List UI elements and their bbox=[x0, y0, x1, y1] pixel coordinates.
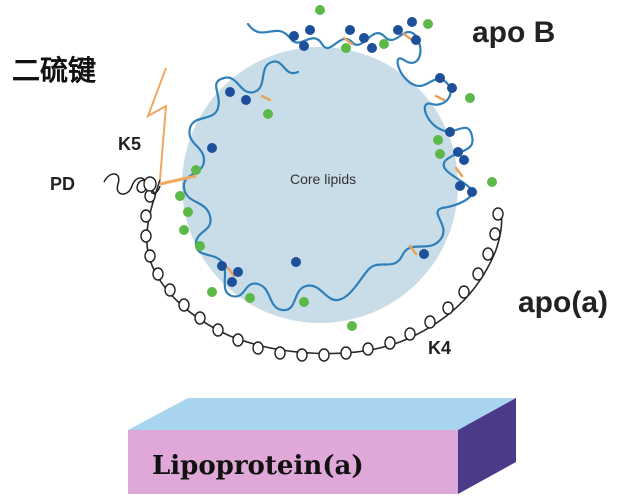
box-front-face bbox=[128, 430, 458, 494]
k4-label: K4 bbox=[428, 338, 451, 358]
pd-label: PD bbox=[50, 174, 75, 194]
k5-kringle bbox=[143, 176, 157, 192]
k5-label: K5 bbox=[118, 134, 141, 154]
apo-a-label: apo(a) bbox=[518, 286, 608, 319]
apo-b-green-beads bbox=[175, 5, 497, 331]
apo-b-strand bbox=[182, 22, 474, 312]
box-top-face bbox=[128, 398, 516, 430]
disulfide-bond-lightning bbox=[146, 67, 168, 181]
apo-a-kringle-loops bbox=[140, 189, 504, 362]
disulfide-link bbox=[159, 174, 197, 186]
core-lipid-sphere bbox=[182, 47, 458, 323]
core-lipids-label: Core lipids bbox=[290, 171, 356, 187]
disulfide-bond-label: 二硫键 bbox=[12, 54, 96, 87]
box-side-face bbox=[458, 398, 516, 494]
apo-b-disulfide-ticks bbox=[226, 32, 464, 278]
lipoprotein-a-box: Lipoprotein(a) bbox=[128, 398, 516, 494]
lipoprotein-a-label: Lipoprotein(a) bbox=[152, 451, 364, 481]
apo-b-label: apo B bbox=[472, 16, 555, 49]
apo-b-blue-beads bbox=[207, 17, 477, 287]
